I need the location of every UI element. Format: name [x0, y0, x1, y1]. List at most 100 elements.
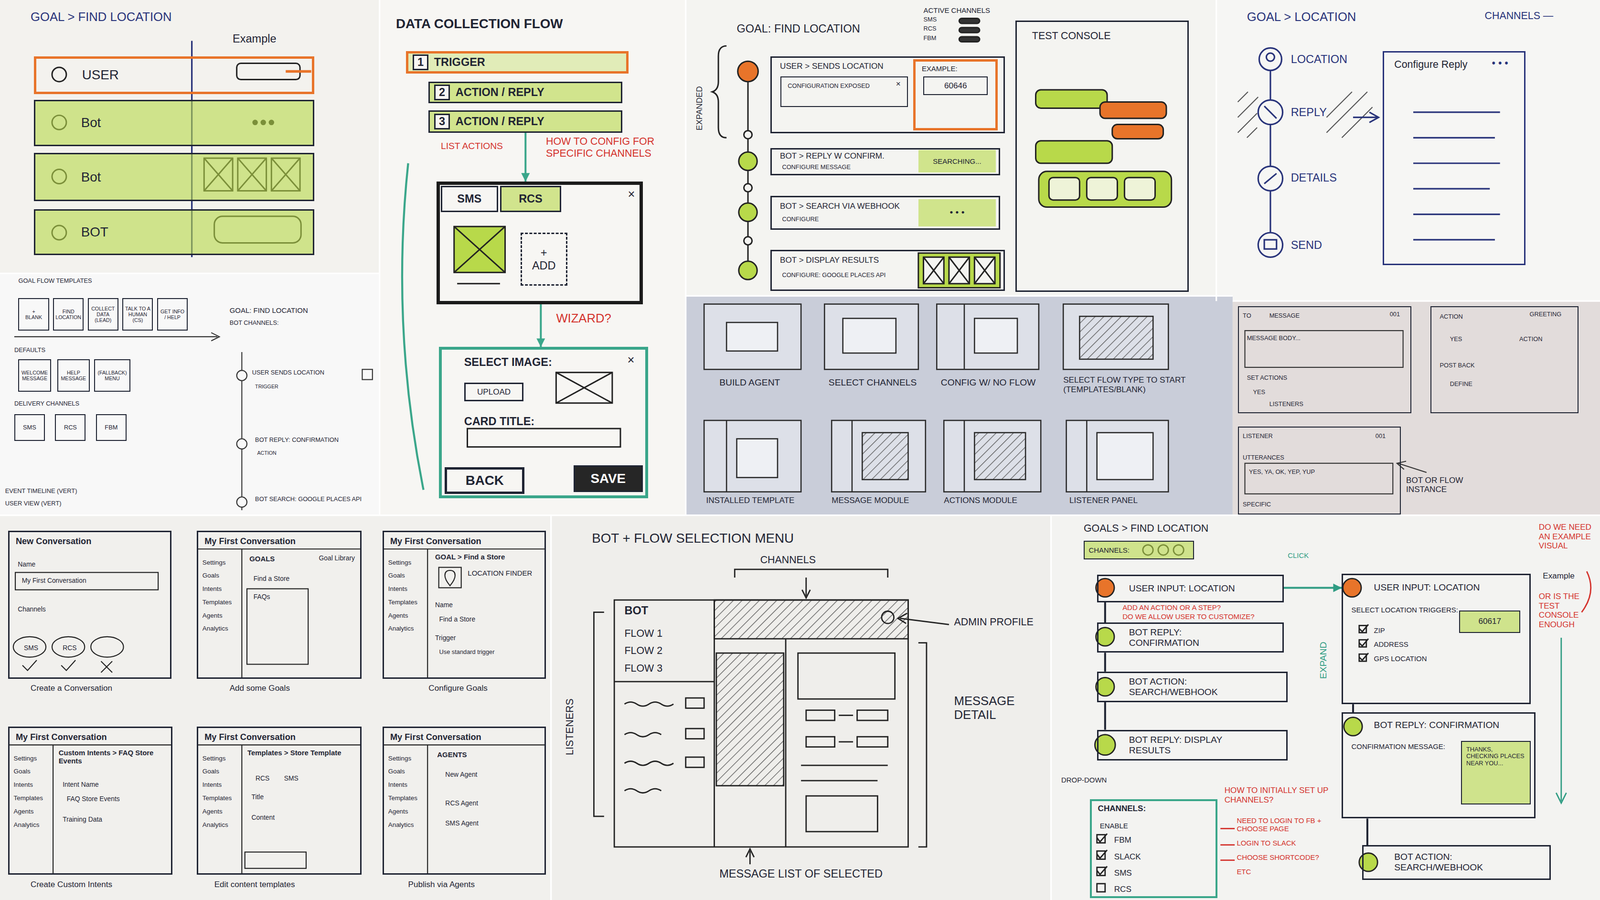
node-text: ENABLE [1099, 821, 1129, 830]
note-label: SMS [923, 16, 938, 24]
note-label: EXPAND [1318, 641, 1329, 679]
note-label: SEND [1290, 238, 1323, 252]
test-console: TEST CONSOLE [1015, 20, 1189, 292]
note-label: Create a Conversation [30, 683, 113, 694]
node-text: SMS [284, 774, 299, 783]
node-text: 3 [434, 113, 450, 130]
node-text: MESSAGE [1269, 312, 1300, 320]
node-text: Agents [388, 611, 409, 619]
node-text: CONFIGURATION EXPOSED [787, 82, 885, 90]
note-label: FBM [923, 34, 937, 43]
node-text: FBM [1114, 835, 1132, 845]
node-text: My First Conversation [390, 732, 482, 743]
node-text: SEARCHING... [932, 157, 982, 166]
node-text: Intents [13, 780, 33, 789]
node-text: Agents [202, 807, 223, 815]
node-text: RCS [1114, 884, 1132, 895]
note-label: DELIVERY CHANNELS [14, 400, 80, 408]
template-card: FIND LOCATION [53, 298, 84, 331]
template-card: TALK TO A HUMAN (CS) [122, 298, 153, 331]
node-text: LISTENERS [1269, 400, 1304, 408]
note-label: LISTENER PANEL [1069, 495, 1138, 506]
node-text: Intent Name [62, 780, 99, 789]
node-text: SMS [1114, 868, 1132, 878]
node-text: BOT ACTION: SEARCH/WEBHOOK [1129, 676, 1256, 698]
node-text: CONFIGURE MESSAGE [781, 163, 851, 171]
node-text: TRIGGER [434, 55, 486, 69]
arrow-head [521, 172, 530, 182]
node-text: + [32, 308, 35, 315]
node-text: SMS [457, 192, 482, 206]
note-label: LIST ACTIONS [440, 140, 503, 152]
note-label: CHANNELS [760, 554, 816, 566]
node-text: Bot [81, 115, 267, 131]
panel-four-sketch [1237, 47, 1501, 257]
note-label: BOT SEARCH: GOOGLE PLACES API [255, 495, 362, 503]
note-label: DATA COLLECTION FLOW [395, 16, 564, 32]
node-text: SLACK [1114, 852, 1142, 862]
node-text: ACTION / REPLY [455, 85, 545, 99]
node-text: USER INPUT: LOCATION [1374, 582, 1481, 593]
node-text: FAQs [253, 593, 271, 601]
note-label: GOAL: FIND LOCATION [736, 22, 861, 36]
node-text: Agents [202, 611, 223, 619]
node-text: Goal Library [318, 554, 358, 563]
connector [1283, 586, 1343, 589]
node-text: Channels [17, 605, 46, 614]
node-text: × [628, 187, 636, 202]
note-label: CHOOSE SHORTCODE? [1236, 853, 1319, 862]
node-text: ACTION [1519, 335, 1543, 343]
node-text: DEFINE [1450, 380, 1473, 388]
node-text: Name [435, 601, 453, 609]
node-text: Templates [202, 794, 232, 802]
note-label: TRIGGER [255, 383, 279, 390]
flow-step: 2ACTION / REPLY [428, 81, 623, 104]
node-text: Goals [388, 571, 406, 579]
node-text: SELECT LOCATION TRIGGERS: [1351, 605, 1464, 614]
note-label: BOT REPLY: CONFIRMATION [255, 436, 339, 444]
node-text: RCS [255, 774, 270, 783]
note-label: Add some Goals [229, 683, 290, 694]
arrow-head [1333, 583, 1342, 593]
node-text: My First Conversation [21, 576, 87, 585]
channel-card: FBM [96, 414, 127, 441]
node-text: RCS [64, 424, 77, 432]
flow-step: 3ACTION / REPLY [428, 110, 623, 133]
note-label: BOT [624, 604, 649, 618]
note-label: REPLY [1290, 106, 1327, 119]
timeline-step: BOT > DISPLAY RESULTSCONFIGURE: GOOGLE P… [770, 249, 1005, 291]
node-text: FBM [104, 424, 118, 432]
panel-six-thumbnails [704, 304, 1169, 492]
node-text: ACTION [1439, 313, 1463, 321]
node-text: ZIP [1374, 626, 1386, 635]
node-text: TEST CONSOLE [1032, 30, 1111, 43]
node-text: TALK TO A HUMAN (CS) [124, 305, 152, 324]
node-text: SAVE [590, 470, 627, 487]
node-text: CONFIGURE [781, 215, 819, 224]
note-label: SELECT FLOW TYPE TO START (TEMPLATES/BLA… [1063, 375, 1196, 395]
screen-wireframe: My First ConversationSettingsGoalsIntent… [382, 726, 546, 875]
note-label: RCS [923, 25, 937, 33]
node-text: BOT > SEARCH VIA WEBHOOK [779, 201, 900, 212]
panel-ten-sketch [1094, 544, 1591, 892]
node-text: New Agent [445, 770, 478, 779]
node-text: SPECIFIC [1242, 501, 1271, 509]
note-label: EVENT TIMELINE (VERT) [5, 487, 78, 495]
message-bubble: THANKS, CHECKING PLACES NEAR YOU... [1461, 740, 1531, 804]
node-text: Use standard trigger [439, 648, 542, 656]
screen-wireframe: My First ConversationSettingsGoalsIntent… [196, 726, 362, 875]
arrow-head [536, 338, 545, 347]
save-button: SAVE [573, 465, 643, 492]
note-label: HOW TO INITIALLY SET UP CHANNELS? [1224, 785, 1339, 805]
node-text: My First Conversation [204, 732, 296, 743]
config-field: CONFIGURATION EXPOSED× [780, 76, 908, 107]
note-label: USER SENDS LOCATION [252, 369, 325, 377]
node-text: Analytics [202, 821, 229, 829]
node-text: MESSAGE BODY... [1247, 334, 1301, 342]
note-label: EXPANDED [694, 86, 705, 131]
node-text: CARD TITLE: [464, 415, 535, 428]
note-label: WIZARD? [555, 311, 611, 326]
note-label: LOGIN TO SLACK [1236, 838, 1296, 847]
